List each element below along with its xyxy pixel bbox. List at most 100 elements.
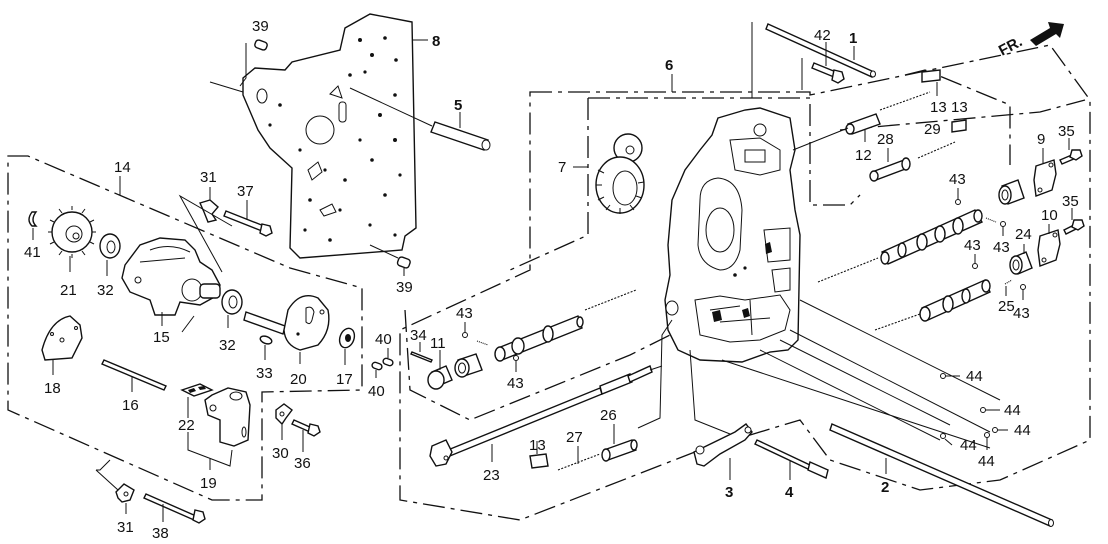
ball-44-b[interactable] bbox=[980, 407, 986, 413]
bolt-42[interactable] bbox=[811, 62, 845, 84]
callout-9: 9 bbox=[1037, 131, 1045, 148]
ball-43-e[interactable] bbox=[462, 332, 468, 338]
seal-17[interactable] bbox=[337, 326, 357, 350]
leader-42 bbox=[801, 42, 827, 90]
rod-16[interactable] bbox=[101, 359, 167, 391]
callout-23: 23 bbox=[483, 467, 500, 484]
gasket-22[interactable] bbox=[180, 383, 214, 397]
valve-28[interactable] bbox=[869, 157, 911, 182]
callout-3: 3 bbox=[725, 484, 733, 501]
callout-39-bottom: 39 bbox=[396, 279, 413, 296]
key-33[interactable] bbox=[259, 335, 273, 346]
leader-44-d bbox=[944, 438, 953, 446]
lever-bracket-3[interactable] bbox=[693, 423, 753, 467]
ball-44-e[interactable] bbox=[984, 432, 990, 438]
bolt-37[interactable] bbox=[223, 210, 273, 237]
accumulator-19[interactable] bbox=[204, 387, 251, 447]
dowel-pin-39-top[interactable] bbox=[254, 39, 268, 51]
dowel-pin-40-b[interactable] bbox=[371, 361, 383, 371]
callout-36: 36 bbox=[294, 455, 311, 472]
cover-plate-10[interactable] bbox=[1037, 229, 1061, 267]
shaft-cover-20[interactable] bbox=[243, 295, 330, 351]
sleeve-lower[interactable] bbox=[454, 353, 483, 378]
control-rod-23[interactable] bbox=[429, 365, 653, 467]
cover-plate-9[interactable] bbox=[1033, 159, 1057, 197]
callout-19: 19 bbox=[200, 475, 217, 492]
callout-22: 22 bbox=[178, 417, 195, 434]
cap-11[interactable] bbox=[427, 365, 453, 390]
sleeve-upper[interactable] bbox=[998, 179, 1025, 205]
ball-43-a[interactable] bbox=[955, 199, 961, 205]
bracket-31-top[interactable] bbox=[199, 199, 219, 223]
leader-15 bbox=[161, 312, 195, 333]
main-valve-body[interactable] bbox=[664, 107, 801, 363]
callout-43-b: 43 bbox=[993, 239, 1010, 256]
bolt-36[interactable] bbox=[291, 419, 321, 437]
callout-43-a: 43 bbox=[949, 171, 966, 188]
callout-13-a: 13 bbox=[930, 99, 947, 116]
callout-26: 26 bbox=[600, 407, 617, 424]
leader-39-top bbox=[209, 43, 247, 93]
pin-34[interactable] bbox=[410, 351, 433, 363]
callout-27: 27 bbox=[566, 429, 583, 446]
callout-5: 5 bbox=[454, 97, 462, 114]
spool-valve-lower[interactable] bbox=[919, 279, 991, 322]
leader-19 bbox=[187, 432, 233, 470]
snap-ring-41[interactable] bbox=[28, 211, 38, 227]
shaft-1[interactable] bbox=[765, 23, 876, 78]
bolt-35-top[interactable] bbox=[1059, 149, 1083, 165]
bracket-31-bottom[interactable] bbox=[115, 483, 135, 503]
spool-valve-upper[interactable] bbox=[880, 209, 983, 265]
dowel-pin-40-a[interactable] bbox=[382, 357, 394, 367]
separator-plate[interactable] bbox=[242, 13, 417, 259]
callout-43-c: 43 bbox=[964, 237, 981, 254]
front-direction-indicator: FR. bbox=[996, 22, 1064, 60]
leader-1 bbox=[751, 22, 855, 98]
spring-tiny-left bbox=[476, 340, 489, 346]
callout-44-c: 44 bbox=[1014, 422, 1031, 439]
callout-30: 30 bbox=[272, 445, 289, 462]
retainer-plate-13-a[interactable] bbox=[921, 69, 941, 83]
ball-43-c[interactable] bbox=[972, 263, 978, 269]
washer-32-left[interactable] bbox=[99, 233, 121, 259]
sleeve-24[interactable] bbox=[1009, 251, 1033, 275]
callout-13-b: 13 bbox=[951, 99, 968, 116]
leader-31-bottom bbox=[95, 459, 127, 514]
callout-16: 16 bbox=[122, 397, 139, 414]
plate-18[interactable] bbox=[41, 315, 83, 361]
ball-43-d[interactable] bbox=[1020, 284, 1026, 290]
callout-13-c: 13 bbox=[529, 437, 546, 454]
retainer-plate-13-c[interactable] bbox=[529, 453, 549, 469]
long-shaft-2[interactable] bbox=[829, 423, 1054, 527]
callout-34: 34 bbox=[410, 327, 427, 344]
ball-44-c[interactable] bbox=[992, 427, 998, 433]
callout-10: 10 bbox=[1041, 207, 1058, 224]
leader-31-top bbox=[178, 187, 233, 273]
ball-43-b[interactable] bbox=[1000, 221, 1006, 227]
tube-5[interactable] bbox=[430, 121, 491, 151]
clip-30[interactable] bbox=[275, 403, 293, 426]
spring-29[interactable] bbox=[917, 141, 956, 159]
washer-32-right[interactable] bbox=[221, 289, 243, 315]
pin-shaft-4[interactable] bbox=[754, 439, 829, 479]
ball-44-d[interactable] bbox=[940, 433, 946, 439]
drive-gear-21[interactable] bbox=[48, 206, 96, 258]
retainer-plate-13-b[interactable] bbox=[951, 119, 967, 133]
bolt-35-bottom[interactable] bbox=[1063, 219, 1085, 235]
ball-43-f[interactable] bbox=[513, 355, 519, 361]
dowel-pin-39-bottom[interactable] bbox=[396, 256, 411, 269]
gear-set-7[interactable] bbox=[595, 133, 645, 214]
arrow-front-icon bbox=[1030, 22, 1064, 46]
bolt-38[interactable] bbox=[143, 493, 206, 524]
spring-25[interactable] bbox=[1004, 279, 1013, 285]
spring-upper bbox=[879, 91, 931, 111]
spool-valve-left[interactable] bbox=[494, 315, 584, 362]
pump-housing-15[interactable] bbox=[121, 237, 221, 316]
ball-44-a[interactable] bbox=[940, 373, 946, 379]
callout-32-left: 32 bbox=[97, 282, 114, 299]
spring-27[interactable] bbox=[557, 453, 601, 471]
spring-left-spool bbox=[584, 289, 637, 311]
sleeve-12[interactable] bbox=[845, 113, 881, 135]
valve-26[interactable] bbox=[601, 439, 638, 462]
